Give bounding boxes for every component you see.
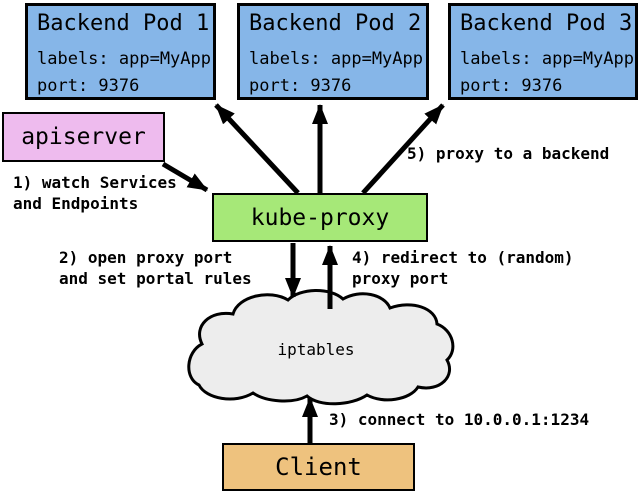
pod-2-labels: labels: app=MyApp	[249, 49, 423, 69]
arrow-proxy-to-pod1	[214, 103, 300, 195]
iptables-cloud	[187, 289, 455, 406]
pod-1-port: port: 9376	[37, 76, 140, 96]
pod-2-port: port: 9376	[249, 76, 352, 96]
pod-3-title: Backend Pod 3	[460, 11, 633, 36]
arrow-step1-apiserver-to-kubeproxy	[161, 161, 209, 193]
iptables-label: iptables	[277, 340, 355, 359]
backend-pod-3: Backend Pod 3 labels: app=MyApp port: 93…	[448, 3, 638, 100]
client-node: Client	[222, 443, 415, 491]
pod-3-port: port: 9376	[460, 76, 563, 96]
annotation-step3: 3) connect to 10.0.0.1:1234	[329, 410, 590, 429]
apiserver-label: apiserver	[21, 124, 146, 150]
pod-1-labels: labels: app=MyApp	[37, 49, 211, 69]
annotation-step5: 5) proxy to a backend	[407, 144, 610, 163]
arrow-proxy-to-pod3	[361, 103, 445, 195]
pod-1-title: Backend Pod 1	[37, 11, 210, 36]
pod-2-title: Backend Pod 2	[249, 11, 422, 36]
backend-pod-1: Backend Pod 1 labels: app=MyApp port: 93…	[25, 3, 216, 100]
annotation-step1: 1) watch Services and Endpoints	[13, 173, 177, 213]
apiserver-node: apiserver	[2, 112, 165, 162]
kube-proxy-label: kube-proxy	[250, 204, 390, 231]
kube-proxy-node: kube-proxy	[212, 193, 428, 242]
client-label: Client	[275, 453, 362, 481]
pod-3-labels: labels: app=MyApp	[460, 49, 634, 69]
backend-pod-2: Backend Pod 2 labels: app=MyApp port: 93…	[237, 3, 429, 100]
annotation-step4: 4) redirect to (random) proxy port	[352, 248, 574, 288]
annotation-step2: 2) open proxy port and set portal rules	[59, 248, 252, 288]
